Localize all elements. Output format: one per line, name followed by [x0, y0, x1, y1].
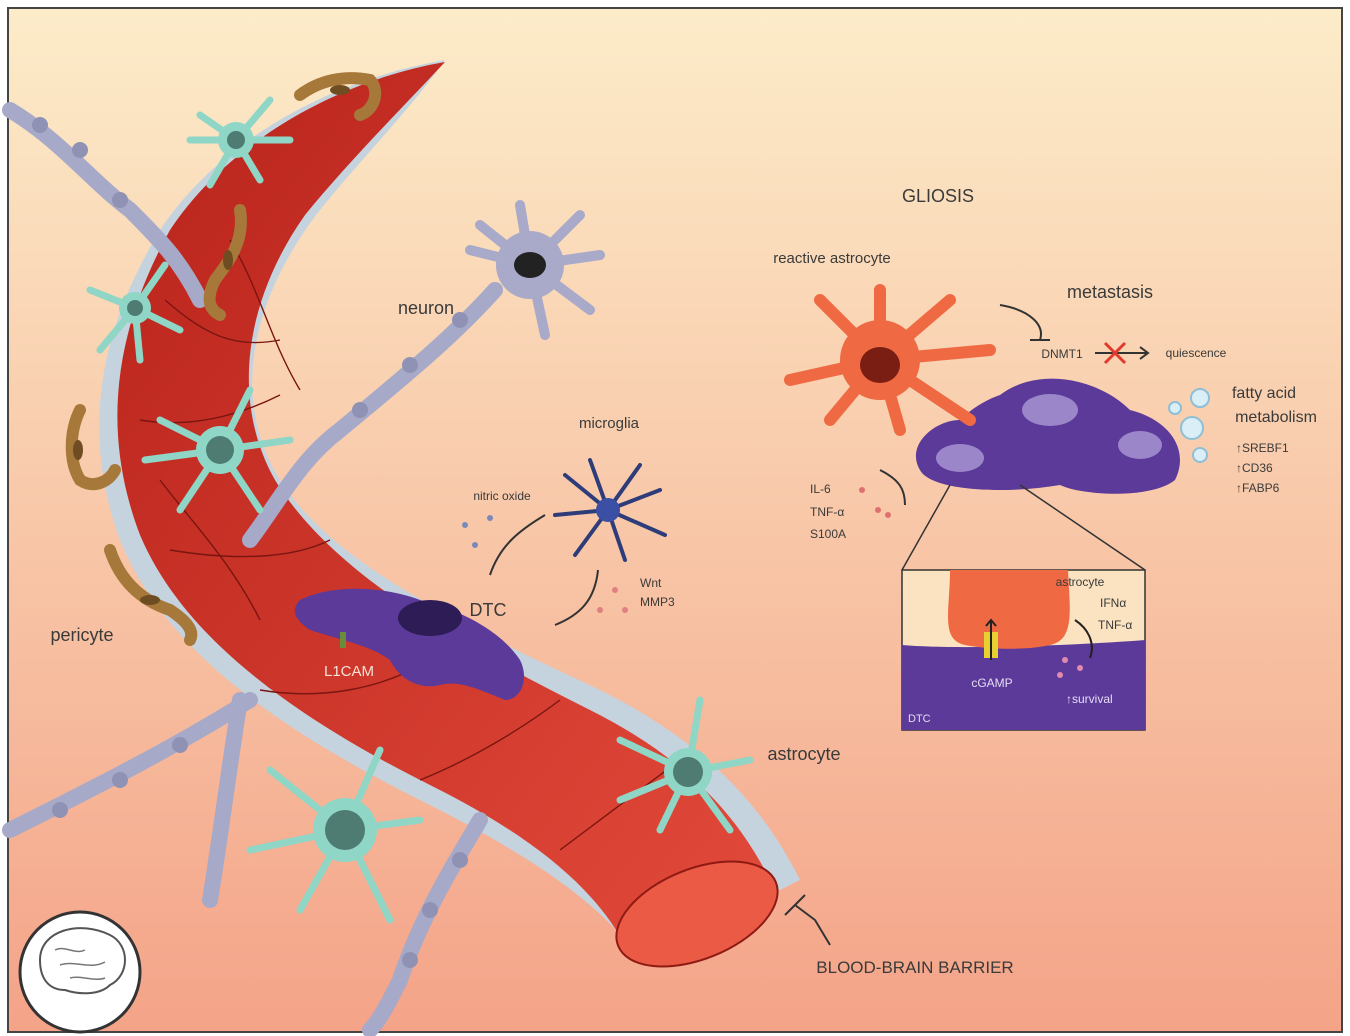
- inset-dtc-label: DTC: [908, 713, 931, 725]
- l1cam-marker: [340, 632, 346, 648]
- fabp6-label: ↑FABP6: [1236, 481, 1280, 495]
- il6-label: IL-6: [810, 482, 831, 496]
- gliosis-title: GLIOSIS: [902, 186, 974, 206]
- microglia-label: microglia: [579, 415, 640, 432]
- dtc-label: DTC: [470, 600, 507, 620]
- fatty-acid-label-1: fatty acid: [1232, 385, 1296, 402]
- pericyte-label: pericyte: [50, 625, 113, 645]
- tnfa-label: TNF-α: [810, 505, 844, 519]
- fatty-acid-label-2: metabolism: [1235, 409, 1317, 426]
- nitric-oxide-label: nitric oxide: [473, 489, 531, 503]
- srebf1-label: ↑SREBF1: [1236, 441, 1289, 455]
- s100a-label: S100A: [810, 527, 846, 541]
- neuron-label: neuron: [398, 298, 454, 318]
- dtc-nucleus: [398, 600, 462, 636]
- quiescence-label: quiescence: [1166, 346, 1227, 360]
- inset-astrocyte-label: astrocyte: [1056, 575, 1105, 589]
- l1cam-label: L1CAM: [324, 663, 374, 680]
- brain-icon: [20, 912, 140, 1032]
- metastasis-label: metastasis: [1067, 282, 1153, 302]
- dnmt1-label: DNMT1: [1041, 347, 1083, 361]
- astrocyte-label: astrocyte: [767, 744, 840, 764]
- bbb-label: BLOOD-BRAIN BARRIER: [816, 958, 1013, 977]
- mmp3-label: MMP3: [640, 595, 675, 609]
- wnt-label: Wnt: [640, 576, 662, 590]
- reactive-astrocyte-label: reactive astrocyte: [773, 250, 891, 267]
- inset-panel: [902, 570, 1145, 730]
- inset-cgamp-label: cGAMP: [971, 676, 1012, 690]
- inset-tnfa-label: TNF-α: [1098, 618, 1132, 632]
- inset-survival-label: ↑survival: [1066, 692, 1113, 706]
- cd36-label: ↑CD36: [1236, 461, 1273, 475]
- inset-ifna-label: IFNα: [1100, 596, 1126, 610]
